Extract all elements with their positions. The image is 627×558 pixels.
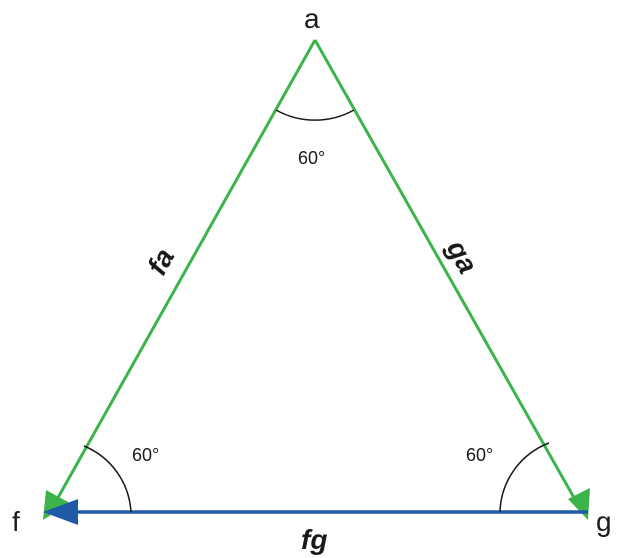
- edge-ga: [313, 39, 579, 504]
- angle-arc-right: [499, 442, 550, 513]
- edge-fa: [53, 39, 317, 504]
- edge-label-fa: fa: [141, 243, 180, 280]
- vertex-label-a: a: [304, 3, 320, 34]
- angle-label-left: 60°: [132, 445, 159, 465]
- edge-label-fg: fg: [301, 524, 327, 555]
- angle-arc-left: [83, 445, 132, 513]
- angle-label-right: 60°: [466, 445, 493, 465]
- angle-arc-top: [275, 109, 355, 121]
- arrowhead-fg: [43, 499, 78, 525]
- vertex-label-f: f: [12, 506, 20, 537]
- angle-label-top: 60°: [298, 148, 325, 168]
- vertex-label-g: g: [596, 506, 612, 537]
